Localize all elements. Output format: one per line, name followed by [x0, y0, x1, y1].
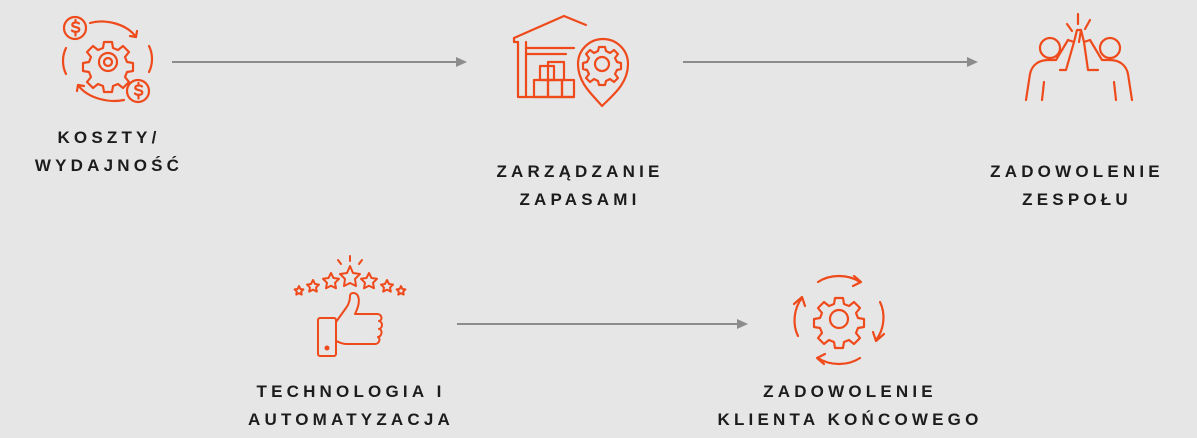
label-customer-satisfaction: ZADOWOLENIE KLIENTA KOŃCOWEGO: [684, 378, 1016, 434]
label-team-satisfaction: ZADOWOLENIE ZESPOŁU: [957, 158, 1197, 214]
label-line: KOSZTY/: [57, 128, 161, 147]
label-line: ZAPASAMI: [519, 190, 641, 209]
label-line: ZARZĄDZANIE: [496, 162, 664, 181]
arrow-inventory-to-team: [683, 57, 978, 67]
arrow-costs-to-inventory: [172, 57, 467, 67]
high-five-icon: [1024, 12, 1134, 102]
label-inventory-management: ZARZĄDZANIE ZAPASAMI: [468, 158, 692, 214]
label-technology-automation: TECHNOLOGIA I AUTOMATYZACJA: [228, 378, 474, 434]
gear-cycle-arrows-icon: [792, 274, 886, 366]
label-line: KLIENTA KOŃCOWEGO: [717, 410, 983, 429]
warehouse-gear-pin-icon: [512, 14, 630, 108]
label-line: WYDAJNOŚĆ: [34, 156, 184, 175]
label-costs-efficiency: KOSZTY/ WYDAJNOŚĆ: [0, 124, 218, 180]
label-line: ZADOWOLENIE: [763, 382, 937, 401]
cost-efficiency-gear-dollar-icon: [61, 15, 154, 104]
label-line: TECHNOLOGIA I: [256, 382, 446, 401]
thumbs-up-stars-icon: [293, 255, 407, 357]
arrow-technology-to-customer: [457, 319, 748, 329]
label-line: AUTOMATYZACJA: [247, 410, 455, 429]
label-line: ZADOWOLENIE: [990, 162, 1164, 181]
label-line: ZESPOŁU: [1022, 190, 1132, 209]
